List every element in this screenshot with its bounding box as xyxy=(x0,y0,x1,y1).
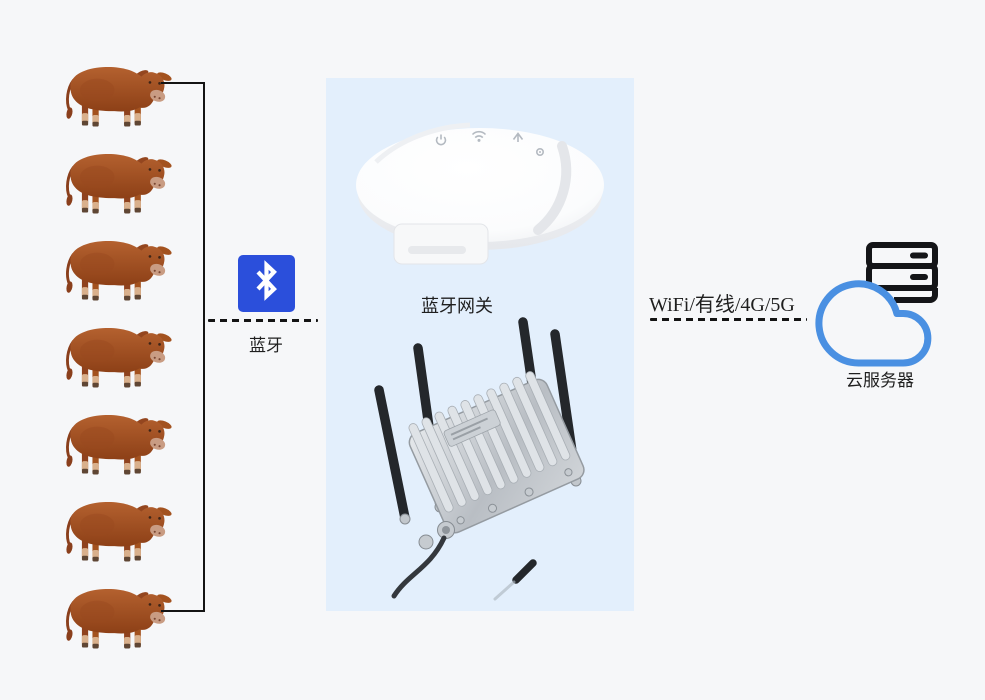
cow-image xyxy=(57,400,172,480)
bluetooth-rune xyxy=(256,260,277,301)
up-arrow-icon xyxy=(512,132,524,142)
bluetooth-icon xyxy=(238,255,295,312)
wifi-icon xyxy=(471,130,487,142)
wifi-link-line xyxy=(650,318,807,321)
cable-icon xyxy=(391,535,447,599)
cloud-server-label: 云服务器 xyxy=(846,371,914,390)
cloud-icon xyxy=(815,280,932,367)
server-icon xyxy=(866,242,938,303)
cow-image xyxy=(57,52,172,132)
spare-antenna-icon xyxy=(493,559,537,601)
bluetooth-link-label: 蓝牙 xyxy=(249,336,283,355)
cow-image xyxy=(57,226,172,306)
herd xyxy=(57,52,173,661)
power-icon xyxy=(435,134,447,146)
led-dot-icon xyxy=(535,147,545,157)
outdoor-gateway-image xyxy=(374,317,585,601)
ceiling-gateway-image xyxy=(356,122,604,265)
cow-image xyxy=(57,487,172,567)
bluetooth-link-line xyxy=(208,319,318,322)
cloud-server-icon xyxy=(815,242,938,367)
cow-image xyxy=(57,574,172,654)
wifi-link-label: WiFi/有线/4G/5G xyxy=(649,294,795,316)
herd-bracket xyxy=(161,82,205,612)
cow-image xyxy=(57,313,172,393)
gateway-label: 蓝牙网关 xyxy=(421,296,493,316)
cow-image xyxy=(57,139,172,219)
